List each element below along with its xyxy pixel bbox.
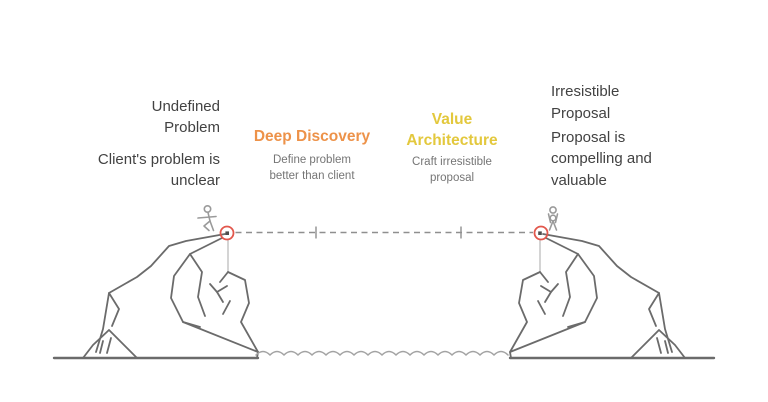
- stage-proposal-label: Irresistible Proposal Proposal is compel…: [551, 81, 711, 191]
- stage-architecture-description: Craft irresistible proposal: [372, 155, 532, 186]
- stage-desc-line: Define problem: [273, 154, 351, 166]
- stage-desc-line: valuable: [551, 171, 607, 189]
- stage-proposal-description: Proposal is compelling and valuable: [551, 127, 711, 192]
- stage-title-line: Architecture: [406, 132, 498, 149]
- gap-dashed-line: [235, 226, 533, 239]
- stage-discovery-description: Define problem better than client: [232, 153, 392, 184]
- marker-dot: [538, 231, 542, 235]
- stage-desc-line: unclear: [170, 172, 220, 189]
- cliff-facet: [219, 271, 229, 283]
- cliff-right-icon: [508, 232, 716, 360]
- marker-dots: [225, 231, 542, 235]
- celebrating-figure-icon: [547, 206, 559, 231]
- foothill-crack: [106, 337, 112, 354]
- cliff-facet: [189, 253, 206, 317]
- edge-markers: [219, 225, 549, 241]
- foothill-crack: [99, 340, 104, 354]
- stage-desc-line: Craft irresistible: [412, 156, 492, 168]
- marker-dot: [225, 231, 229, 235]
- stage-desc-line: compelling and: [551, 150, 652, 167]
- cliff-ridge: [95, 233, 226, 353]
- stage-title-line: Irresistible: [551, 83, 620, 100]
- stage-architecture-label: Value Architecture Craft irresistible pr…: [372, 109, 532, 186]
- stage-desc-line: better than client: [269, 169, 355, 182]
- stage-title-line: Problem: [164, 119, 220, 136]
- stage-desc-line: Proposal is: [551, 128, 626, 146]
- water-waves-icon: [255, 350, 509, 357]
- cliff-facet: [216, 291, 224, 303]
- hiker-figure-icon: [197, 205, 217, 232]
- stage-problem-description: Client's problem is unclear: [60, 149, 220, 191]
- stage-discovery-title: Deep Discovery: [253, 128, 371, 145]
- cliff-base-slope: [182, 321, 259, 353]
- figures: [197, 205, 559, 232]
- stage-proposal-title: Irresistible Proposal: [551, 81, 711, 124]
- cliff-facet: [209, 283, 228, 293]
- cliff-facet: [108, 292, 120, 327]
- end-point-marker: [533, 225, 549, 241]
- stage-problem-title: Undefined Problem: [60, 96, 220, 138]
- stage-title-line: Proposal: [551, 104, 611, 122]
- stage-desc-line: proposal: [429, 171, 475, 184]
- stage-desc-line: Client's problem is: [97, 151, 220, 168]
- cliff-facet: [222, 300, 231, 315]
- start-point-marker: [219, 225, 235, 241]
- stage-problem-label: Undefined Problem Client's problem is un…: [60, 96, 220, 191]
- stage-discovery-label: Deep Discovery Define problem better tha…: [232, 126, 392, 184]
- stage-architecture-title: Value Architecture: [372, 109, 532, 151]
- cliff-facet: [170, 237, 223, 328]
- cliff-left-icon: [52, 233, 260, 360]
- stage-title-line: Undefined: [151, 98, 220, 115]
- stage-title-line: Value: [431, 111, 473, 128]
